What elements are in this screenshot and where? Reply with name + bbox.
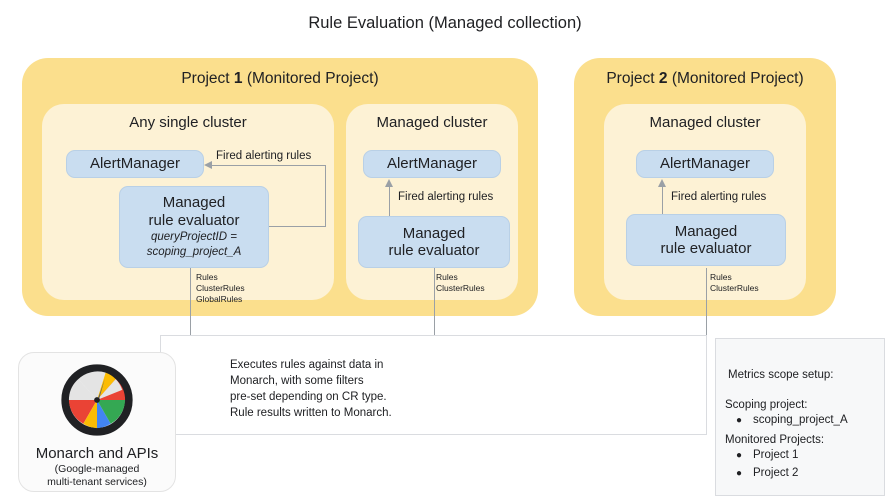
cluster-managed-cluster-p2-title: Managed cluster bbox=[649, 114, 761, 131]
annotation-text: Executes rules against data in Monarch, … bbox=[230, 358, 480, 421]
edge-label-fired-alerting-rules-p1b: Fired alerting rules bbox=[398, 191, 494, 203]
alertmanager-label: AlertManager bbox=[659, 155, 751, 173]
rules-list-managed-cluster-p1: Rules ClusterRules bbox=[436, 272, 485, 294]
monarch-subtitle-line-2: multi-tenant services) bbox=[47, 476, 147, 489]
bullet-icon: ● bbox=[735, 415, 743, 426]
rule-evaluator-label-line2: rule evaluator bbox=[388, 242, 480, 259]
project-2-title-prefix: Project bbox=[606, 70, 659, 87]
legend-monitored-item: ● Project 2 bbox=[725, 467, 798, 479]
legend-scoping-project-label: Scoping project: bbox=[725, 399, 808, 411]
rule-evaluator-label-line2: rule evaluator bbox=[148, 211, 240, 229]
bullet-icon: ● bbox=[735, 468, 743, 479]
rule-evaluator-label-line2: rule evaluator bbox=[660, 240, 752, 257]
page-title: Rule Evaluation (Managed collection) bbox=[308, 14, 582, 32]
alertmanager-managed-cluster-p1[interactable]: AlertManager bbox=[363, 150, 501, 178]
annotation-line-4: Rule results written to Monarch. bbox=[230, 406, 392, 419]
edge-fired-rules-p1b-arrowhead bbox=[384, 179, 393, 187]
monarch-card[interactable]: Monarch and APIs (Google-managed multi-t… bbox=[18, 352, 176, 492]
alertmanager-managed-cluster-p2[interactable]: AlertManager bbox=[636, 150, 774, 178]
legend-scoping-item: ● scoping_project_A bbox=[725, 414, 848, 426]
annotation-line-2: Monarch, with some filters bbox=[230, 374, 364, 387]
rule-evaluator-managed-cluster-p2[interactable]: Managed rule evaluator bbox=[626, 214, 786, 266]
project-1-title-suffix: (Monitored Project) bbox=[242, 70, 379, 87]
annotation-line-3: pre-set depending on CR type. bbox=[230, 390, 387, 403]
edge-fired-rules-p1-arrowhead bbox=[204, 160, 212, 169]
monarch-subtitle: (Google-managed multi-tenant services) bbox=[47, 463, 147, 490]
project-1-title: Project 1 (Monitored Project) bbox=[22, 70, 538, 88]
legend-monitored-projects-label: Monitored Projects: bbox=[725, 434, 825, 446]
edge-label-fired-alerting-rules-p1: Fired alerting rules bbox=[216, 150, 312, 162]
rule-evaluator-label-line1: Managed bbox=[674, 222, 738, 240]
rules-item: Rules bbox=[710, 272, 732, 282]
edge-fired-rules-p1b-seg-v bbox=[389, 186, 390, 217]
edge-fired-rules-p2-arrowhead bbox=[657, 179, 666, 187]
rule-evaluator-label-line1: Managed bbox=[162, 194, 226, 212]
legend-scoping-item-label: scoping_project_A bbox=[753, 414, 848, 426]
project-2-title-number: 2 bbox=[658, 70, 668, 87]
rules-item: ClusterRules bbox=[436, 283, 485, 294]
alertmanager-label: AlertManager bbox=[89, 155, 181, 173]
edge-fired-rules-p2-seg-v bbox=[662, 186, 663, 217]
rules-item: ClusterRules bbox=[710, 283, 759, 294]
rules-item: Rules bbox=[436, 272, 458, 282]
legend-heading: Metrics scope setup: bbox=[728, 369, 834, 381]
alertmanager-any-single-cluster[interactable]: AlertManager bbox=[66, 150, 204, 178]
cluster-any-single-cluster-title: Any single cluster bbox=[129, 114, 247, 131]
annotation-rect bbox=[160, 335, 707, 435]
rules-item: GlobalRules bbox=[196, 294, 243, 305]
bullet-icon: ● bbox=[735, 450, 743, 461]
rules-list-any-single-cluster: Rules ClusterRules GlobalRules bbox=[196, 272, 245, 306]
monarch-subtitle-line-1: (Google-managed bbox=[54, 463, 140, 475]
rule-evaluator-managed-cluster-p1[interactable]: Managed rule evaluator bbox=[358, 216, 510, 268]
rules-item: Rules bbox=[196, 272, 218, 282]
cluster-managed-cluster-p1-title: Managed cluster bbox=[376, 114, 488, 131]
project-2-title: Project 2 (Monitored Project) bbox=[574, 70, 836, 88]
project-2-title-suffix: (Monitored Project) bbox=[667, 70, 804, 87]
edge-fired-rules-p1-seg-v bbox=[325, 165, 326, 227]
cluster-managed-cluster-p2: Managed cluster bbox=[604, 104, 806, 300]
rules-list-managed-cluster-p2: Rules ClusterRules bbox=[710, 272, 759, 294]
edge-label-fired-alerting-rules-p2: Fired alerting rules bbox=[671, 191, 767, 203]
monarch-gauge-icon bbox=[61, 364, 133, 441]
legend-monitored-item: ● Project 1 bbox=[725, 449, 798, 461]
rule-evaluator-scoping-project: scoping_project_A bbox=[146, 246, 242, 259]
edge-fired-rules-p1-seg-h1 bbox=[269, 226, 326, 227]
annotation-line-1: Executes rules against data in bbox=[230, 359, 384, 371]
edge-fired-rules-p1-seg-h2 bbox=[212, 165, 326, 166]
rules-item: ClusterRules bbox=[196, 283, 245, 294]
alertmanager-label: AlertManager bbox=[386, 155, 478, 173]
legend-metrics-scope-setup: Metrics scope setup: Scoping project: ● … bbox=[715, 338, 885, 496]
legend-monitored-item-label: Project 1 bbox=[753, 449, 799, 461]
project-1-title-prefix: Project bbox=[181, 70, 234, 87]
legend-monitored-item-label: Project 2 bbox=[753, 467, 799, 479]
project-1-title-number: 1 bbox=[233, 70, 243, 87]
monarch-title: Monarch and APIs bbox=[35, 445, 159, 462]
rule-evaluator-any-single-cluster[interactable]: Managed rule evaluator queryProjectID = … bbox=[119, 186, 269, 268]
rule-evaluator-label-line1: Managed bbox=[402, 224, 466, 242]
rule-evaluator-queryprojectid: queryProjectID = bbox=[151, 231, 237, 244]
